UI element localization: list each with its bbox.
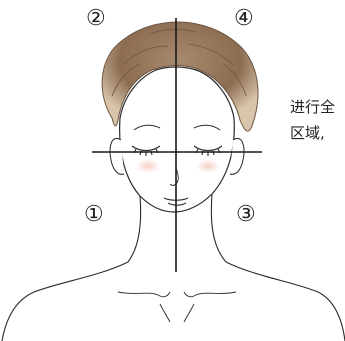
side-text-line-1: 进行全 [290,98,335,116]
quadrant-label-1: ① [84,204,104,226]
shoulders [2,262,345,341]
quadrant-label-4: ④ [234,8,254,30]
face-outline [120,67,235,212]
quadrant-label-2: ② [86,8,106,30]
left-blush [136,159,160,173]
right-blush [196,159,220,173]
side-text-line-2: 区域, [290,124,325,142]
collarbones [118,292,236,322]
quadrant-label-3: ③ [236,204,256,226]
